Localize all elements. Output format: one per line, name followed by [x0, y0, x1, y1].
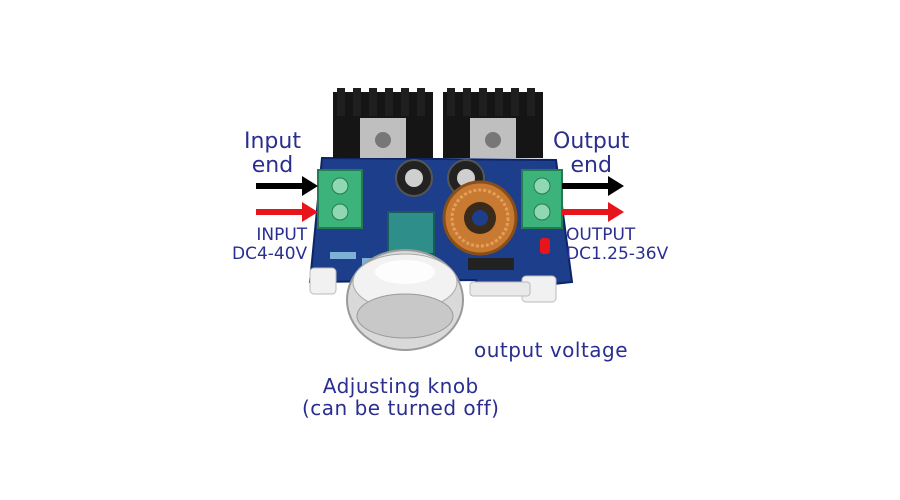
output-voltage-caption: output voltage [474, 338, 629, 362]
resistor [330, 252, 356, 259]
terminal-block-icon [521, 169, 563, 229]
diode [468, 258, 514, 270]
potentiometer-body [387, 211, 435, 255]
input-end-label: Input end [244, 129, 301, 179]
mounting-foot-bottom [469, 281, 531, 297]
output-end-line-2: end [570, 153, 612, 179]
adjusting-knob-caption: Adjusting knob (can be turned off) [302, 375, 500, 419]
input-spec-line-2: DC4-40V [232, 243, 308, 264]
mounting-foot-left [309, 267, 337, 295]
inductor-coil-icon [442, 180, 518, 256]
input-end-line-1: Input [244, 129, 301, 154]
capacitor-right [447, 159, 485, 197]
arrow-right-icon [562, 176, 624, 196]
arrow-right-icon [562, 202, 624, 222]
knob-caption-line-2: (can be turned off) [302, 396, 500, 420]
output-spec-line-2: DC1.25-36V [566, 243, 669, 264]
output-spec-label: OUTPUT DC1.25-36V [566, 226, 668, 263]
knob-caption-line-1: Adjusting knob [322, 374, 479, 398]
output-end-line-1: Output [553, 129, 630, 154]
output-end-label: Output end [553, 129, 630, 179]
terminal-block-icon [317, 169, 363, 229]
led [540, 238, 550, 254]
input-spec-label: INPUT DC4-40V [232, 226, 307, 263]
arrow-right-icon [256, 202, 318, 222]
input-spec-line-1: INPUT [256, 225, 308, 245]
capacitor-left [395, 159, 433, 197]
output-spec-line-1: OUTPUT [566, 225, 636, 245]
adjusting-knob-icon [346, 249, 464, 351]
heatsink-icon [443, 88, 543, 158]
input-end-line-2: end [251, 153, 294, 179]
arrow-right-icon [256, 176, 318, 196]
heatsink-icon [333, 88, 433, 158]
